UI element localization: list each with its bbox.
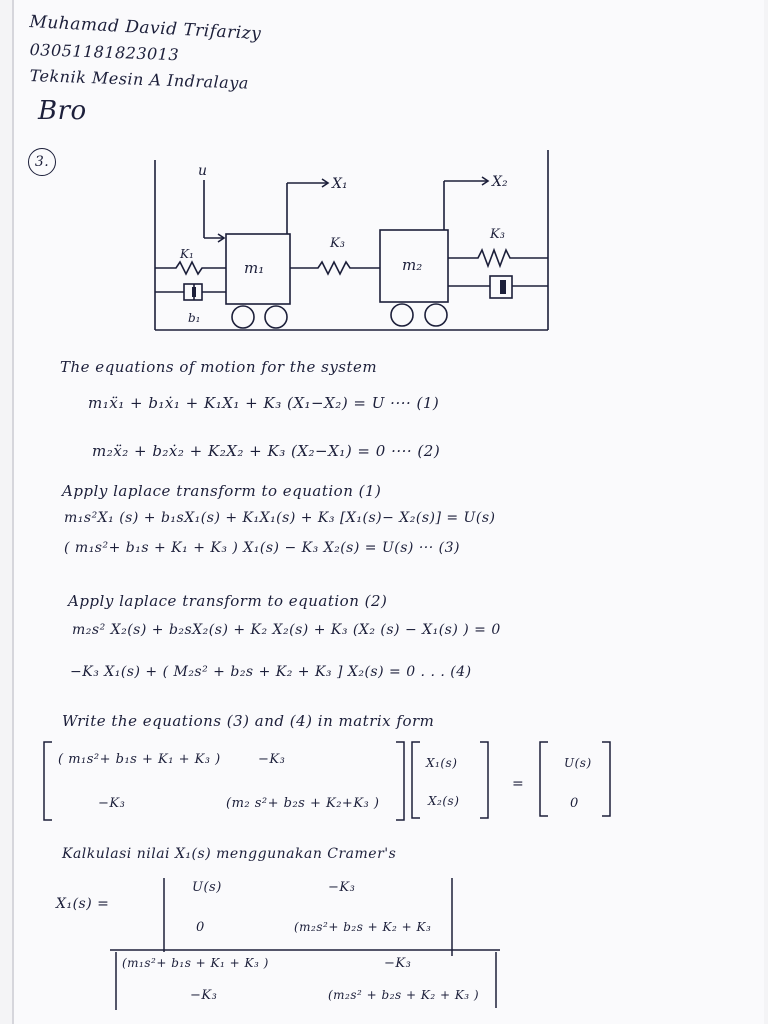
notebook-page bbox=[12, 0, 764, 1024]
matrix-a12: −K₃ bbox=[258, 752, 286, 767]
mass-2-block bbox=[379, 229, 449, 303]
vector-x1: X₁(s) bbox=[426, 756, 458, 770]
spring-k3-mid bbox=[290, 260, 380, 276]
signature: Bro bbox=[38, 96, 87, 126]
equation-2: m₂ẍ₂ + b₂ẋ₂ + K₂X₂ + K₃ (X₂−X₁) = 0 ····… bbox=[92, 442, 441, 460]
question-number: 3. bbox=[28, 148, 56, 176]
den-a21: −K₃ bbox=[190, 988, 218, 1003]
vector-x2: X₂(s) bbox=[428, 794, 460, 808]
vector-zero: 0 bbox=[570, 796, 579, 811]
label-x1: X₁ bbox=[331, 176, 348, 192]
num-a11: U(s) bbox=[192, 880, 222, 895]
vector-u-bracket-open bbox=[539, 741, 548, 817]
matrix-left-bracket-close bbox=[396, 741, 405, 821]
den-a22: (m₂s² + b₂s + K₂ + K₃ ) bbox=[328, 988, 480, 1002]
eom-title: The equations of motion for the system bbox=[60, 358, 378, 376]
mass-1-wheel-left bbox=[231, 305, 255, 329]
label-x2: X₂ bbox=[491, 174, 508, 190]
laplace-2-title: Apply laplace transform to equation (2) bbox=[68, 592, 388, 610]
equation-1: m₁ẍ₁ + b₁ẋ₁ + K₁X₁ + K₃ (X₁−X₂) = U ····… bbox=[88, 394, 440, 412]
matrix-a21: −K₃ bbox=[98, 796, 126, 811]
vector-x-bracket-open bbox=[411, 741, 420, 819]
label-m2: m₂ bbox=[402, 256, 422, 274]
label-m1: m₁ bbox=[244, 259, 264, 277]
x1s-label: X₁(s) = bbox=[56, 896, 110, 912]
vector-x-bracket-close bbox=[480, 741, 489, 819]
laplace-1-title: Apply laplace transform to equation (1) bbox=[62, 482, 382, 500]
damper-b2 bbox=[489, 275, 513, 299]
laplace-2-line-a: m₂s² X₂(s) + b₂sX₂(s) + K₂ X₂(s) + K₃ (X… bbox=[72, 622, 501, 638]
cramer-title: Kalkulasi nilai X₁(s) menggunakan Cramer… bbox=[62, 846, 397, 862]
num-a21: 0 bbox=[196, 920, 205, 935]
matrix-title: Write the equations (3) and (4) in matri… bbox=[62, 712, 435, 730]
label-b1: b₁ bbox=[188, 311, 201, 325]
mass-1-wheel-right bbox=[264, 305, 288, 329]
matrix-left-bracket-open bbox=[43, 741, 52, 821]
num-a22: (m₂s²+ b₂s + K₂ + K₃ bbox=[294, 920, 432, 934]
mass-2-wheel-right bbox=[424, 303, 448, 327]
num-a12: −K₃ bbox=[328, 880, 356, 895]
spring-k3-right bbox=[448, 247, 548, 269]
laplace-1-line-b: ( m₁s²+ b₁s + K₁ + K₃ ) X₁(s) − K₃ X₂(s)… bbox=[64, 540, 460, 556]
spring-k1 bbox=[155, 260, 226, 276]
vector-u: U(s) bbox=[564, 756, 592, 770]
matrix-equals: = bbox=[512, 776, 525, 792]
mass-2-wheel-left bbox=[390, 303, 414, 327]
laplace-2-line-b: −K₃ X₁(s) + ( M₂s² + b₂s + K₂ + K₃ ] X₂(… bbox=[70, 664, 472, 680]
label-k3-mid: K₃ bbox=[329, 236, 345, 251]
label-k3-right: K₃ bbox=[489, 227, 505, 242]
vector-u-bracket-close bbox=[602, 741, 611, 817]
mass-1-block bbox=[225, 233, 291, 305]
label-k1: K₁ bbox=[179, 247, 194, 261]
laplace-1-line-a: m₁s²X₁ (s) + b₁sX₁(s) + K₁X₁(s) + K₃ [X₁… bbox=[64, 510, 496, 526]
label-u: u bbox=[198, 163, 207, 179]
matrix-a22: (m₂ s²+ b₂s + K₂+K₃ ) bbox=[226, 796, 380, 811]
den-a12: −K₃ bbox=[384, 956, 412, 971]
den-a11: (m₁s²+ b₁s + K₁ + K₃ ) bbox=[122, 956, 269, 970]
matrix-a11: ( m₁s²+ b₁s + K₁ + K₃ ) bbox=[58, 752, 221, 767]
